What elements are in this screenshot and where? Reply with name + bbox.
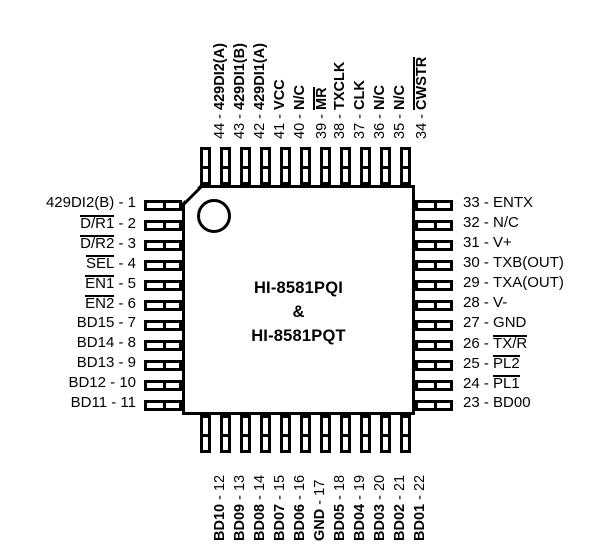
pin-14 xyxy=(240,415,251,453)
pin-label-4: SEL - 4 xyxy=(85,255,136,272)
pin-label-34: 34 - CWSTR xyxy=(413,56,430,139)
part-number-line-2: HI-8581PQT xyxy=(251,327,346,345)
pin-37 xyxy=(340,147,351,185)
pin-17 xyxy=(300,415,311,453)
pin-label-21: BD02 - 21 xyxy=(392,474,408,541)
pin-3 xyxy=(144,240,182,251)
pin-label-3: D/R2 - 3 xyxy=(80,235,136,252)
pin-1 xyxy=(144,200,182,211)
pin-label-26: 26 - TX/R xyxy=(463,335,528,352)
pin-33 xyxy=(415,200,453,211)
pin-11 xyxy=(144,400,182,411)
pin-label-8: BD14 - 8 xyxy=(76,334,136,351)
pin-19 xyxy=(340,415,351,453)
pin-label-2: D/R1 - 2 xyxy=(80,215,136,232)
pin-20 xyxy=(360,415,371,453)
pin-label-6: EN2 - 6 xyxy=(85,295,136,312)
pin-label-5: EN1 - 5 xyxy=(85,275,136,292)
pin-13 xyxy=(220,415,231,453)
pin-12 xyxy=(200,415,211,453)
pin-4 xyxy=(144,260,182,271)
pin-label-31: 31 - V+ xyxy=(463,234,512,251)
pin-label-43: 43 - 429DI1(B) xyxy=(232,43,248,139)
pin-label-27: 27 - GND xyxy=(463,314,527,331)
pin-28 xyxy=(415,300,453,311)
pin-10 xyxy=(144,380,182,391)
pin-23 xyxy=(415,400,453,411)
pin-label-29: 29 - TXA(OUT) xyxy=(463,274,564,291)
pin-36 xyxy=(360,147,371,185)
pin-39 xyxy=(300,147,311,185)
chip-part-number: HI-8581PQI & HI-8581PQT xyxy=(182,276,415,348)
pin-label-1: 429DI2(B) - 1 xyxy=(45,194,136,211)
pin-label-39: 39 - MR xyxy=(313,87,330,139)
pin-16 xyxy=(280,415,291,453)
pin-44 xyxy=(200,147,211,185)
pin-15 xyxy=(260,415,271,453)
pin-label-23: 23 - BD00 xyxy=(463,394,531,411)
pin-18 xyxy=(320,415,331,453)
pin-label-13: BD09 - 13 xyxy=(232,474,248,541)
pin-label-36: 36 - N/C xyxy=(372,84,388,139)
pin-41 xyxy=(260,147,271,185)
pin-29 xyxy=(415,280,453,291)
pin-label-10: BD12 - 10 xyxy=(68,374,136,391)
pin-26 xyxy=(415,340,453,351)
pin-label-38: 38 - TXCLK xyxy=(332,61,348,139)
pin-label-35: 35 - N/C xyxy=(392,84,408,139)
pin-label-9: BD13 - 9 xyxy=(76,354,136,371)
pin-label-18: BD05 - 18 xyxy=(332,474,348,541)
pin-label-7: BD15 - 7 xyxy=(76,314,136,331)
pin-35 xyxy=(380,147,391,185)
pin-8 xyxy=(144,340,182,351)
pin-label-22: BD01 - 22 xyxy=(412,474,428,541)
pin-label-37: 37 - CLK xyxy=(352,80,368,139)
pin-24 xyxy=(415,380,453,391)
pin-25 xyxy=(415,360,453,371)
pin-22 xyxy=(400,415,411,453)
pin-6 xyxy=(144,300,182,311)
pin-31 xyxy=(415,240,453,251)
pin-label-30: 30 - TXB(OUT) xyxy=(463,254,564,271)
pin-27 xyxy=(415,320,453,331)
pin-label-32: 32 - N/C xyxy=(463,214,519,231)
pin-1-indicator-icon xyxy=(197,199,231,233)
pin-32 xyxy=(415,220,453,231)
pin-40 xyxy=(280,147,291,185)
pin-21 xyxy=(380,415,391,453)
pin-7 xyxy=(144,320,182,331)
pin-34 xyxy=(400,147,411,185)
part-number-ampersand: & xyxy=(292,303,305,321)
pin-label-15: BD07 - 15 xyxy=(272,474,288,541)
pin-label-16: BD06 - 16 xyxy=(292,474,308,541)
pin-label-19: BD04 - 19 xyxy=(352,474,368,541)
pin-42 xyxy=(240,147,251,185)
pin-label-33: 33 - ENTX xyxy=(463,194,534,211)
pin-label-41: 41 - VCC xyxy=(272,79,288,139)
pin-38 xyxy=(320,147,331,185)
pin-label-44: 44 - 429DI2(A) xyxy=(212,43,228,139)
pin-label-20: BD03 - 20 xyxy=(372,474,388,541)
pin-label-24: 24 - PL1 xyxy=(463,375,520,392)
pin-5 xyxy=(144,280,182,291)
pin-label-28: 28 - V- xyxy=(463,294,508,311)
pin-30 xyxy=(415,260,453,271)
pin-label-42: 42 - 429DI1(A) xyxy=(252,43,268,139)
pin-9 xyxy=(144,360,182,371)
pin-label-25: 25 - PL2 xyxy=(463,355,520,372)
pin-label-12: BD10 - 12 xyxy=(212,474,228,541)
pin-43 xyxy=(220,147,231,185)
pin-label-14: BD08 - 14 xyxy=(252,474,268,541)
pin-2 xyxy=(144,220,182,231)
part-number-line-1: HI-8581PQI xyxy=(253,279,344,297)
pin-label-40: 40 - N/C xyxy=(292,84,308,139)
pin-label-11: BD11 - 11 xyxy=(70,394,136,411)
pin-label-17: GND - 17 xyxy=(312,479,328,541)
